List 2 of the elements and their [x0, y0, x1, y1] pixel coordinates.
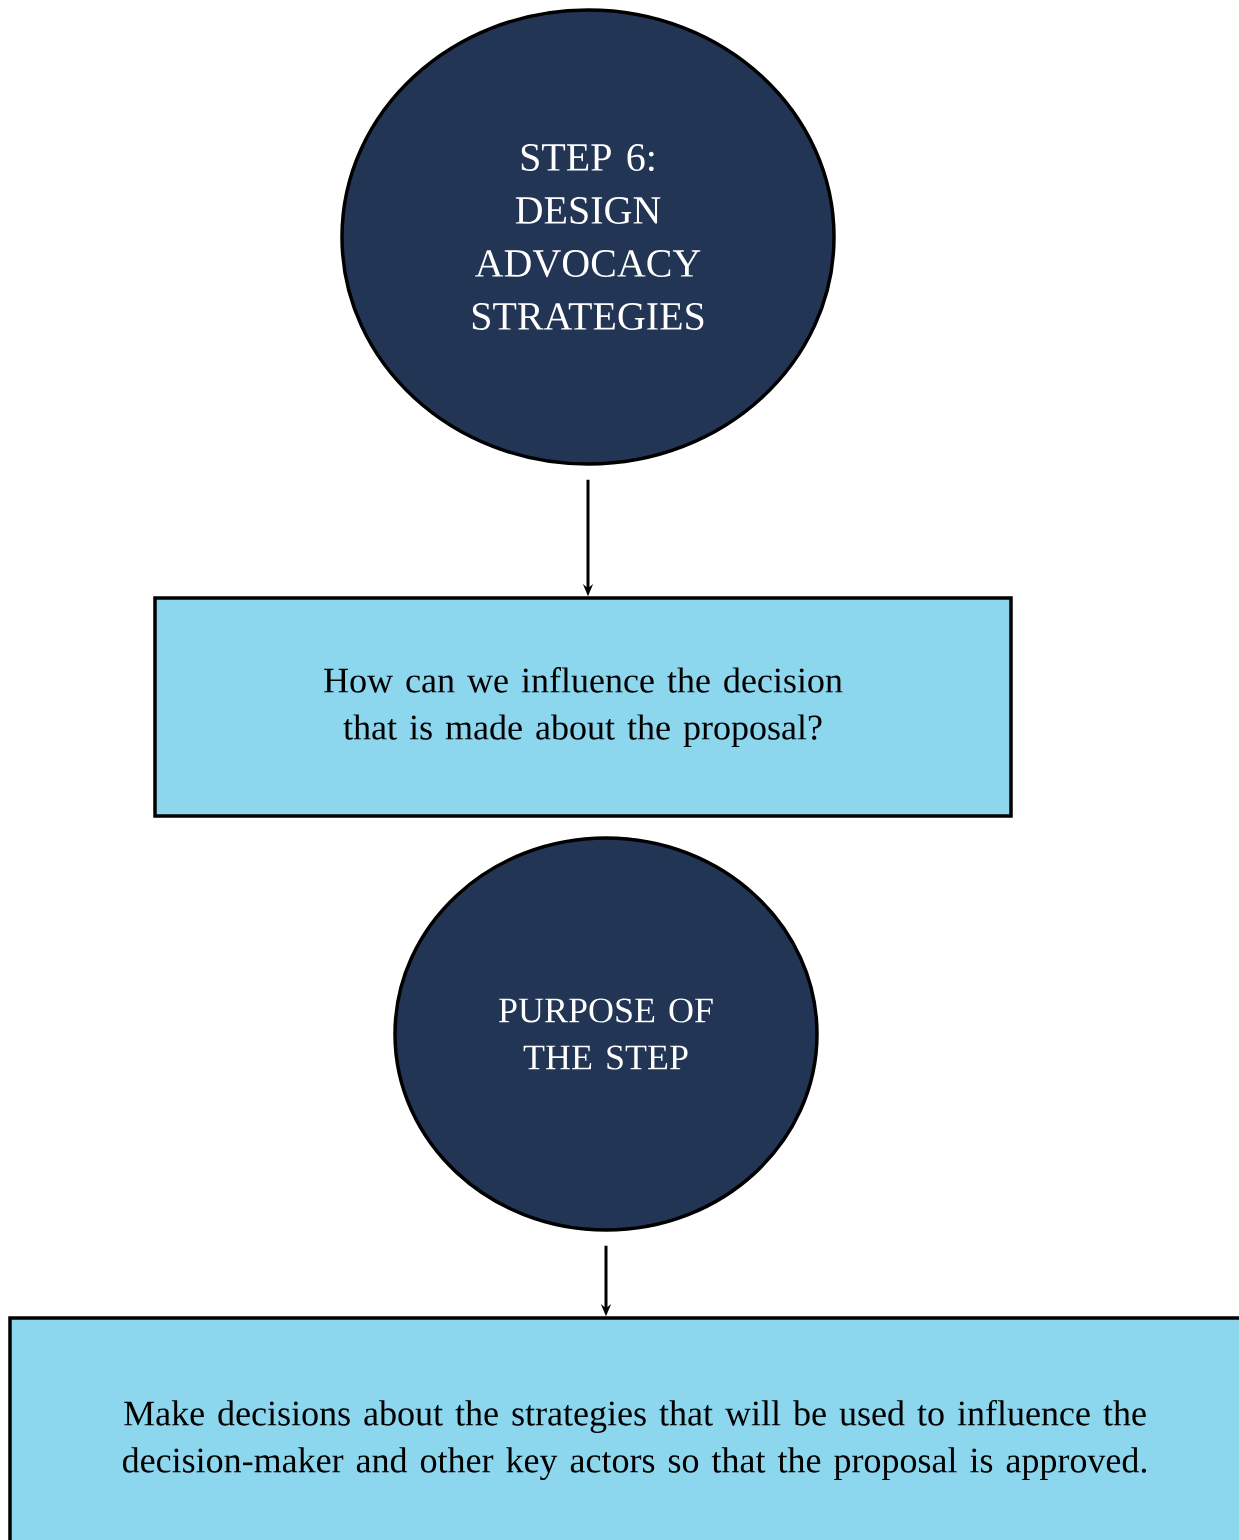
text-box: Make decisions about the strategies that will be used to influence the decision-maker and other key actors so that the proposal is approved.: [8, 1316, 1239, 1540]
text-box: How can we influence the decision that is made about the proposal?: [153, 596, 1013, 818]
